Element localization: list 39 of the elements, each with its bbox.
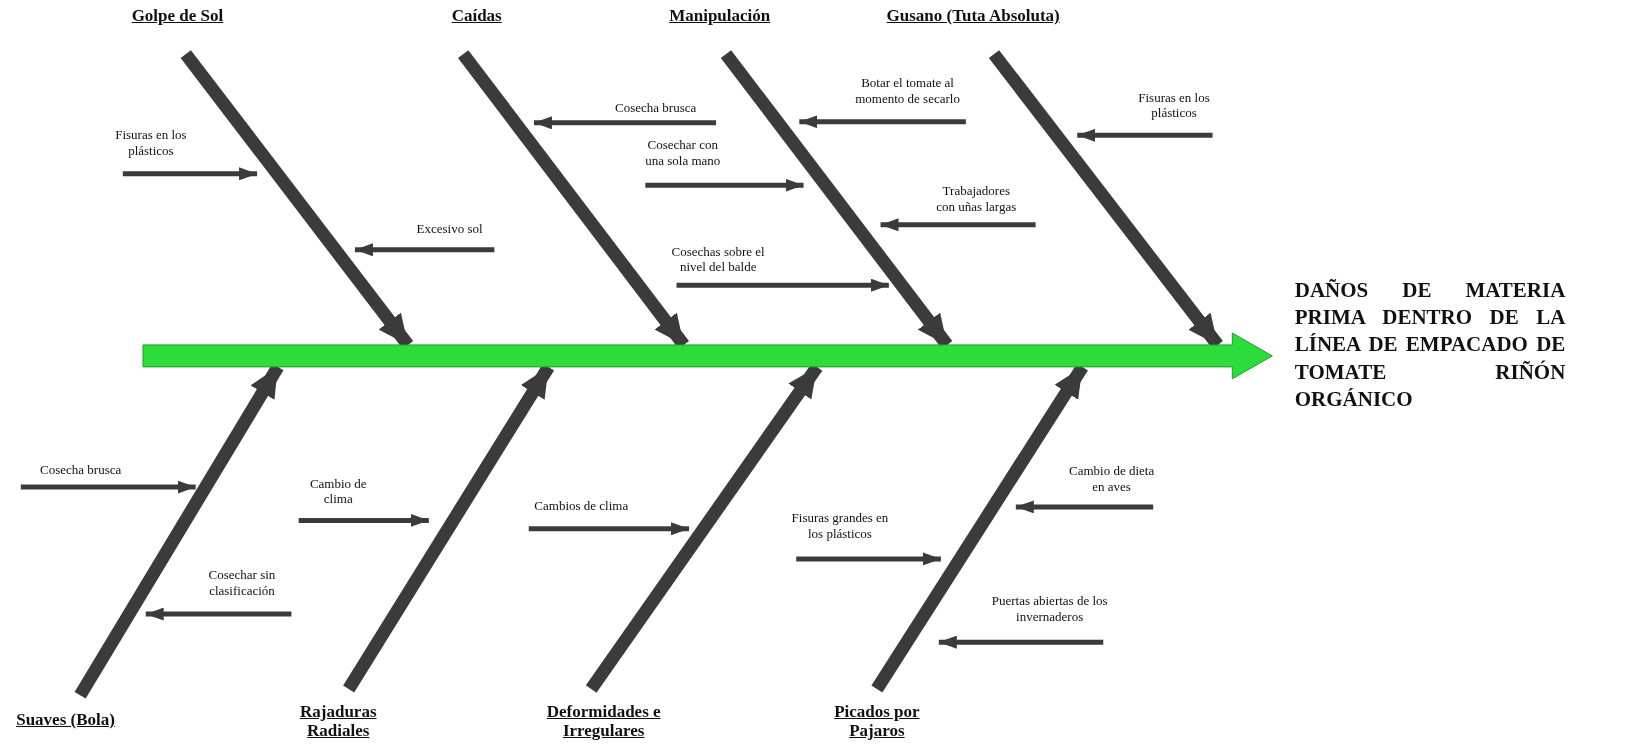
- cause-arrow: [145, 607, 292, 621]
- cause-label: Cosechar con una sola mano: [644, 137, 722, 169]
- cause-arrow: [298, 513, 429, 527]
- cause-label: Cosechar sin clasificación: [207, 567, 277, 599]
- cause-label: Puertas abiertas de los invernaderos: [990, 593, 1109, 625]
- cause-arrow: [645, 178, 804, 192]
- category-label: Gusano (Tuta Absoluta): [885, 6, 1061, 26]
- cause-arrow: [676, 278, 889, 292]
- cause-label: Botar el tomate al momento de secarlo: [854, 74, 961, 107]
- cause-label: Cosecha brusca: [39, 462, 123, 478]
- cause-label: Cambio de dieta en aves: [1068, 463, 1156, 495]
- category-label: Golpe de Sol: [130, 6, 225, 26]
- cause-arrow: [880, 218, 1036, 232]
- cause-arrow: [533, 116, 717, 130]
- cause-arrow: [1015, 500, 1154, 514]
- cause-label: Cosecha brusca: [614, 99, 698, 116]
- cause-arrow: [20, 480, 196, 494]
- category-label: Picados por Pajaros: [833, 701, 921, 741]
- category-label: Deformidades e Irregulares: [545, 701, 662, 741]
- cause-arrow: [354, 243, 495, 257]
- cause-arrow: [122, 167, 258, 181]
- category-label: Caídas: [450, 6, 503, 26]
- cause-label: Trabajadores con uñas largas: [935, 183, 1018, 215]
- category-label: Suaves (Bola): [15, 709, 116, 730]
- cause-label: Excesivo sol: [415, 220, 484, 237]
- category-label: Manipulación: [668, 6, 772, 26]
- cause-arrow: [799, 115, 966, 129]
- cause-label: Cosechas sobre el nivel del balde: [671, 243, 765, 275]
- cause-label: Cambios de clima: [533, 497, 630, 514]
- cause-arrow: [938, 635, 1104, 649]
- category-label: Rajaduras Radiales: [299, 701, 378, 741]
- cause-arrow: [796, 552, 941, 566]
- cause-label: Fisuras en los plásticos: [114, 126, 188, 159]
- effect-label: DAÑOS DE MATERIA PRIMA DENTRO DE LA LÍNEA DE EMPACADO DE TOMATE RIÑÓN ORGÁNICO: [1294, 276, 1566, 414]
- cause-label: Cambio de clima: [308, 475, 368, 507]
- cause-arrow: [528, 522, 689, 536]
- cause-label: Fisuras en los plásticos: [1137, 89, 1211, 121]
- cause-label: Fisuras grandes en los plásticos: [791, 510, 889, 542]
- cause-arrow: [1077, 128, 1213, 142]
